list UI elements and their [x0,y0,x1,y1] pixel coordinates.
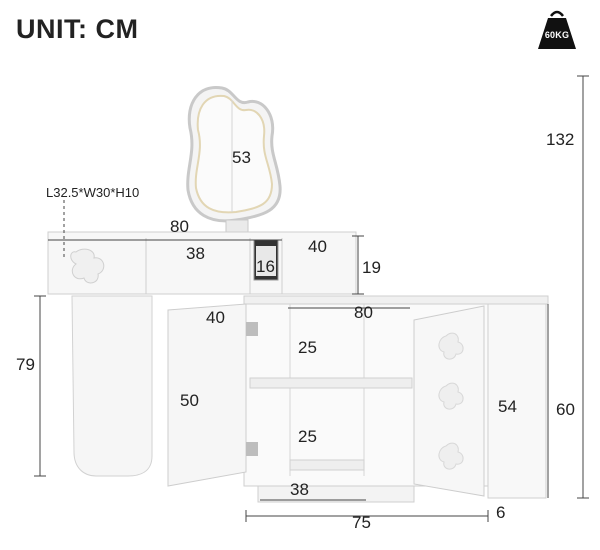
dim-base-height: 6 [496,503,506,522]
unit-title: UNIT: CM [16,14,139,44]
dim-drawer-gap-height: 16 [256,257,275,276]
dim-shelf-lower: 25 [298,427,317,446]
dim-door-width: 40 [206,308,225,327]
dim-cabinet-height: 60 [556,400,575,419]
dim-cabinet-top-width: 80 [354,303,373,322]
dim-mirror-height: 53 [232,148,251,167]
dim-drawer-width-left: 38 [186,244,205,263]
weight-icon [538,10,576,49]
mirror [186,86,282,235]
dim-cabinet-width: 75 [352,513,371,532]
weight-limit-label: 60KG [544,30,570,40]
dim-door-height: 50 [180,391,199,410]
dimension-lines [34,75,589,522]
dim-shelf-upper: 25 [298,338,317,357]
dim-desk-height: 79 [16,355,35,374]
dim-side-height: 54 [498,397,517,416]
cabinet [167,295,549,503]
desk-leg [71,295,153,477]
dim-total-height: 132 [546,130,575,149]
dim-inner-width: 38 [290,480,309,499]
dim-drawer-box: L32.5*W30*H10 [46,185,140,200]
desk-top [47,231,357,295]
dim-drawer-height: 19 [362,258,381,277]
dim-drawer-width-right: 40 [308,237,327,256]
dim-top-width: 80 [170,217,189,236]
